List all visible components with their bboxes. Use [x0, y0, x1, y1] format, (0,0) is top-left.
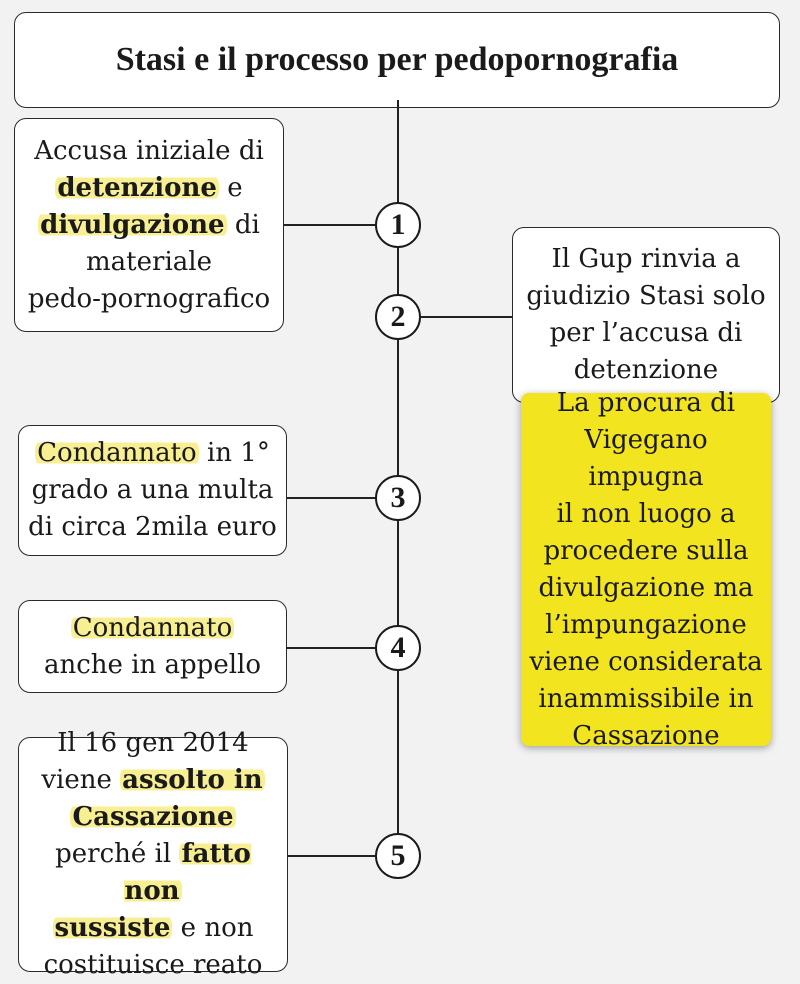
procura-note-box: La procura di Vigegano impugna il non luog… [521, 388, 771, 751]
text-run: detenzione [573, 355, 719, 385]
connector-1 [283, 224, 377, 226]
connector-2 [420, 316, 513, 318]
step-4-box: Condannato anche in appello [18, 600, 287, 693]
text-run: inammissibile in [538, 683, 754, 714]
highlighted-text: sussiste [52, 913, 173, 943]
highlighted-text: divulgazione [38, 209, 227, 240]
text-run: La procura di [556, 387, 736, 418]
step-1-text: Accusa iniziale di detenzione e divulgazio… [20, 133, 278, 318]
text-run: materiale [86, 246, 212, 277]
step-2-text: Il Gup rinvia a giudizio Stasi solo per l’… [518, 241, 773, 389]
step-1-box: Accusa iniziale di detenzione e divulgazio… [14, 118, 284, 332]
text-run: anche in appello [44, 649, 261, 680]
text-run: costituisce reato [43, 950, 263, 980]
step-2-box: Il Gup rinvia a giudizio Stasi solo per l’… [512, 227, 780, 403]
text-run: divulgazione ma [538, 572, 754, 603]
step-2-marker: 2 [375, 294, 421, 340]
text-run: giudizio Stasi solo [526, 281, 766, 311]
step-3-text: Condannato in 1° grado a una multa di circ… [20, 435, 285, 546]
highlighted-text: detenzione [55, 172, 219, 203]
text-run: di [226, 209, 260, 240]
page-title: Stasi e il processo per pedopornografia [115, 41, 679, 78]
text-run: di circa 2mila euro [28, 512, 277, 542]
text-run: pedo-pornografico [27, 283, 271, 314]
step-5-text: Il 16 gen 2014 viene assolto in Cassazione… [19, 725, 287, 984]
text-run: in 1° [198, 438, 270, 468]
step-4-number: 4 [390, 631, 406, 664]
text-run: e [218, 172, 243, 203]
text-run: Accusa iniziale di [34, 135, 264, 166]
step-3-number: 3 [390, 481, 406, 514]
text-run: grado a una multa [31, 475, 274, 505]
title-box: Stasi e il processo per pedopornografia [14, 12, 780, 108]
text-run: Vigegano impugna [584, 424, 708, 492]
text-run: procedere sulla [543, 535, 749, 566]
highlighted-text: Condannato [70, 612, 235, 643]
step-3-box: Condannato in 1° grado a una multa di circ… [18, 425, 287, 556]
step-3-marker: 3 [375, 475, 421, 521]
step-4-marker: 4 [375, 625, 421, 671]
step-5-marker: 5 [375, 833, 421, 879]
procura-note-text: La procura di Vigegano impugna il non luog… [521, 385, 771, 755]
highlighted-text: Cassazione [70, 802, 236, 832]
connector-3 [286, 497, 377, 499]
text-run: Cassazione [572, 720, 720, 751]
text-run: per l’accusa di [549, 318, 743, 348]
step-5-box: Il 16 gen 2014 viene assolto in Cassazione… [18, 728, 288, 980]
connector-5 [286, 855, 377, 857]
text-run: viene [41, 765, 121, 795]
text-run: perché il [55, 839, 180, 869]
step-4-text: Condannato anche in appello [36, 610, 269, 684]
step-2-number: 2 [390, 300, 406, 333]
text-run: Il 16 gen 2014 [57, 728, 249, 758]
highlighted-text: assolto in [120, 765, 265, 795]
highlighted-text: Condannato [35, 438, 199, 468]
connector-4 [286, 647, 377, 649]
step-1-number: 1 [390, 208, 406, 241]
text-run: il non luogo a [556, 498, 736, 529]
text-run: e non [172, 913, 254, 943]
step-5-number: 5 [390, 839, 406, 872]
step-1-marker: 1 [375, 202, 421, 248]
text-run: viene considerata [529, 646, 763, 677]
text-run: l’impungazione [545, 609, 747, 640]
text-run: Il Gup rinvia a [551, 244, 741, 274]
